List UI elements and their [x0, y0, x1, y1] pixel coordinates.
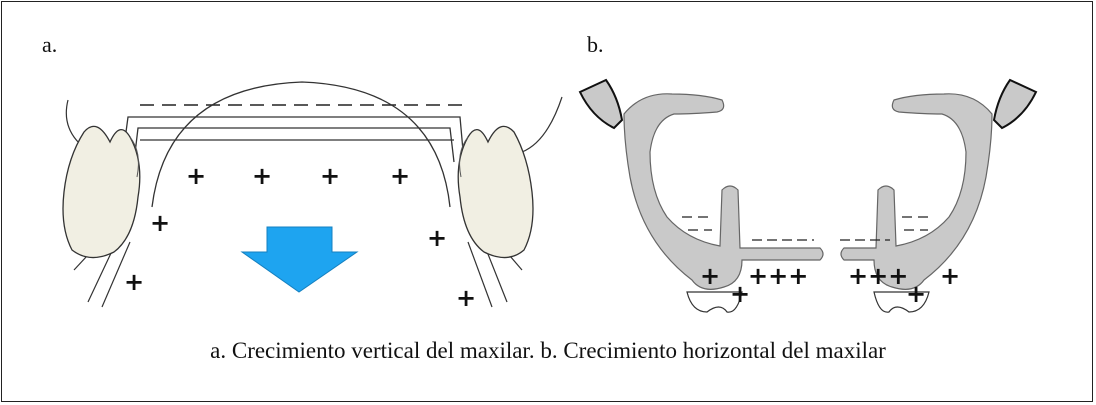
plus-triple: +++: [748, 262, 808, 290]
plus-sign: +: [186, 162, 206, 190]
plus-sign: +: [940, 262, 960, 290]
left-zygomatic: [580, 80, 622, 128]
left-bone: [624, 94, 823, 290]
right-contour-line: [522, 97, 562, 152]
panel-b-diagram: + +++ + +++ + +: [580, 80, 1036, 312]
plus-sign: +: [124, 268, 144, 296]
plus-sign: +: [390, 162, 410, 190]
panel-a-diagram: + + + + + + + +: [63, 82, 562, 312]
figure-caption: a. Crecimiento vertical del maxilar. b. …: [2, 338, 1094, 364]
plus-triple: +++: [848, 262, 908, 290]
plus-sign: +: [320, 162, 340, 190]
down-arrow-icon: [242, 227, 357, 292]
palate-line-middle: [134, 128, 454, 162]
plus-sign: +: [906, 280, 926, 308]
plus-sign: +: [427, 224, 447, 252]
plus-sign: +: [730, 280, 750, 308]
plus-sign: +: [150, 209, 170, 237]
plus-sign: +: [252, 162, 272, 190]
right-molar: [458, 126, 533, 307]
right-bone: [841, 94, 992, 290]
plus-sign: +: [456, 284, 476, 312]
plus-sign: +: [700, 262, 720, 290]
right-zygomatic: [994, 80, 1036, 128]
